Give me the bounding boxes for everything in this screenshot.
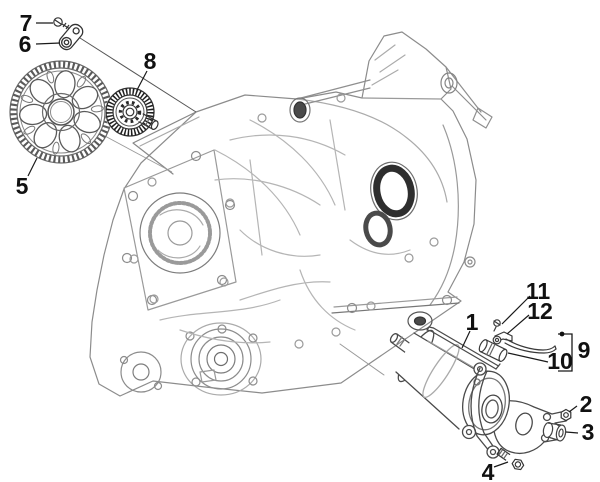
bracket-dot [559,331,565,337]
leader-line-6 [35,42,61,45]
spacer-part-3 [542,421,567,442]
leader-line-1 [461,330,471,349]
callout-label-3: 3 [582,419,595,445]
callout-label-11: 11 [526,278,551,304]
group-bracket-9 [558,331,573,372]
boot-part-10 [478,339,508,362]
callout-label-2: 2 [580,391,593,417]
callout-label-8: 8 [144,48,157,74]
callout-label-12: 12 [527,298,553,324]
callout-label-5: 5 [16,173,29,199]
cable-wire [504,338,557,354]
screw-part-7 [53,17,71,30]
leader-line-2 [568,405,578,413]
leader-line-12 [506,314,530,335]
engine-crankcase-drawing [89,31,493,397]
leader-lines [27,22,579,468]
terminal-part-12 [492,331,513,345]
callout-label-4: 4 [482,459,495,482]
pinion-shaft [138,113,159,131]
starter-driven-gear [9,60,113,164]
screw-part-11 [493,319,501,332]
leader-line-pawl-axis [79,37,197,113]
callout-label-1: 1 [466,309,479,335]
leader-line-4 [493,461,509,468]
leader-line-3 [565,431,579,434]
callout-label-9: 9 [578,337,591,363]
leader-line-5 [27,157,38,177]
pawl-part-6 [58,23,84,51]
leader-line-10 [507,352,549,363]
starter-pinion-gear [105,87,159,137]
callout-label-6: 6 [19,31,32,57]
starter-motor [389,326,510,459]
motor-through-bolt [426,326,501,370]
leader-line-11 [501,295,531,325]
cable-assembly [478,319,557,362]
nut-part-2 [560,408,572,422]
bolt-part-4 [496,447,525,471]
leader-line-8 [136,70,148,91]
callout-label-10: 10 [547,348,573,374]
callout-label-7: 7 [20,10,33,36]
